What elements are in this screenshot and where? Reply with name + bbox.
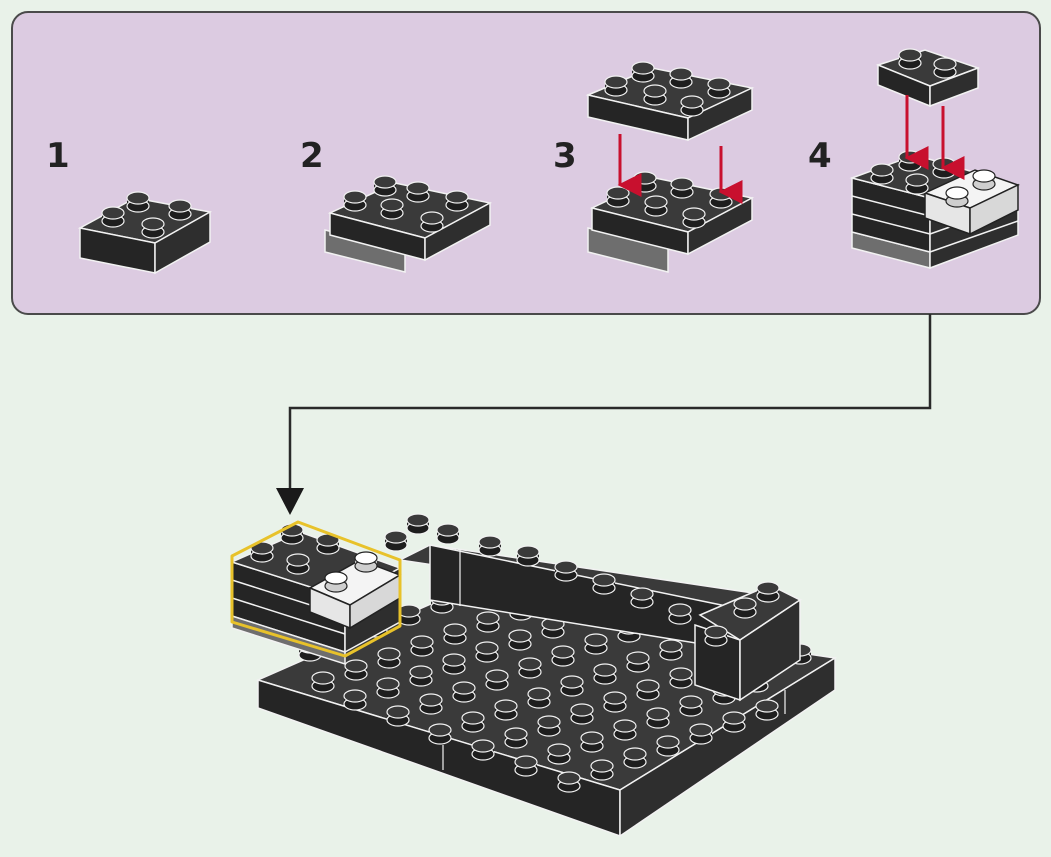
connector-arrowhead	[276, 488, 304, 515]
step-number-2: 2	[300, 136, 324, 176]
step-number-4: 4	[808, 136, 832, 176]
connector-line	[288, 314, 932, 498]
step-number-3: 3	[553, 136, 577, 176]
step-number-1: 1	[46, 136, 70, 176]
final-model	[229, 513, 838, 838]
steps-panel	[11, 11, 1041, 315]
step-1-brick	[77, 191, 213, 275]
highlight-outline	[230, 520, 402, 658]
highlighted-subassembly	[229, 520, 402, 666]
step-2-brick	[324, 175, 493, 273]
step-4-brick	[849, 48, 1020, 270]
